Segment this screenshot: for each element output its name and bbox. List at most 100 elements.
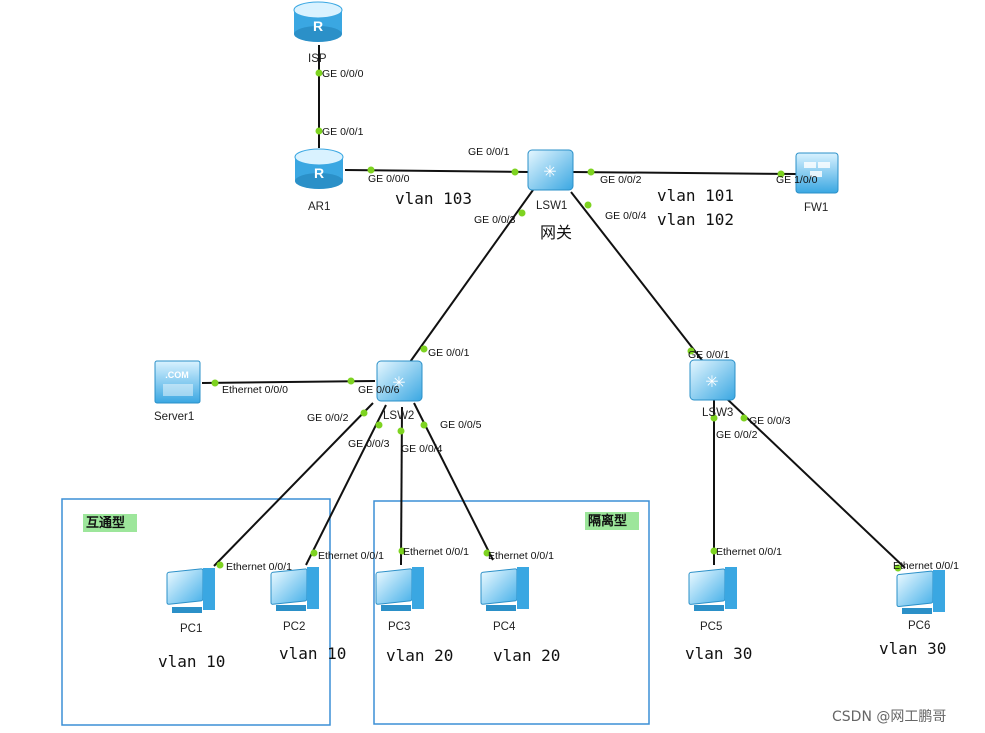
pc5-label: PC5 [700,621,722,633]
link-lsw2-pc1 [213,402,374,567]
switch-arrows-glyph: ✳ [705,372,718,391]
pc6-label: PC6 [908,620,930,632]
annotation-pc5-vlan: vlan 30 [685,644,752,663]
port-label-lsw1-ge003: GE 0/0/3 [474,214,516,226]
port-dot [483,549,491,557]
port-dot [584,201,592,209]
pc-pc4[interactable]: PC4 [480,567,529,633]
switch-lsw3[interactable]: ✳ LSW3 [689,359,736,419]
annotation-pc3-vlan: vlan 20 [386,646,453,665]
port-label-pc2-eth: Ethernet 0/0/1 [318,550,384,562]
port-label-lsw1-ge002: GE 0/0/2 [600,174,642,186]
pc-base-icon [276,605,306,611]
server-icon [154,360,201,404]
isolated-group-box [373,500,650,725]
switch-lsw1[interactable]: ✳ LSW1 [527,149,574,212]
port-dot [740,414,748,422]
pc-pc2[interactable]: PC2 [270,567,319,633]
router-isp[interactable]: R ISP [293,1,343,65]
link-lsw1-lsw3 [570,191,706,365]
pc1-label: PC1 [180,623,202,635]
server1-label: Server1 [154,411,194,423]
link-lsw1-fw1 [572,171,797,175]
port-dot [211,379,219,387]
pc-tower-icon [203,568,215,610]
router-r-glyph: R [314,165,324,181]
router-r-glyph: R [313,18,323,34]
annotation-vlan-102: vlan 102 [657,210,734,229]
port-dot [310,549,318,557]
link-lsw2-pc2 [305,404,387,566]
firewall-brick [804,162,816,168]
port-dot [367,166,375,174]
pc-monitor-icon [688,568,726,605]
isp-label: ISP [308,53,327,65]
port-dot [397,427,405,435]
lsw2-label: LSW2 [383,410,414,422]
port-dot [347,377,355,385]
pc2-label: PC2 [283,621,305,633]
switch-icon [376,360,423,402]
port-label-ar1-ge001: GE 0/0/1 [322,126,364,138]
port-dot [511,168,519,176]
pc-monitor-icon [166,568,204,605]
port-dot [420,421,428,429]
port-label-server1-eth: Ethernet 0/0/0 [222,384,288,396]
port-label-lsw3-ge001: GE 0/0/1 [688,349,730,361]
lsw1-label: LSW1 [536,200,567,212]
firewall-fw1[interactable]: FW1 [795,152,839,214]
pc-base-icon [486,605,516,611]
firewall-brick [810,171,822,177]
port-dot [710,547,718,555]
server-slots [163,384,193,396]
annotation-pc6-vlan: vlan 30 [879,639,946,658]
port-label-lsw3-ge002: GE 0/0/2 [716,429,758,441]
pc-pc1[interactable]: PC1 [166,568,215,635]
link-lsw3-pc6 [724,396,906,569]
port-label-lsw2-ge006: GE 0/0/6 [358,384,400,396]
link-server1-lsw2 [201,380,376,384]
port-label-lsw2-ge002: GE 0/0/2 [307,412,349,424]
port-label-fw1-ge100: GE 1/0/0 [776,174,818,186]
switch-arrows-glyph: ✳ [543,162,556,181]
port-label-lsw2-ge001: GE 0/0/1 [428,347,470,359]
isolated-group-tag-bg [585,512,639,530]
pc-tower-icon [933,570,945,612]
port-dot [687,347,695,355]
server-com-badge: .COM [165,370,189,380]
router-icon-top [294,148,344,166]
port-dots [211,69,902,572]
pc-monitor-icon [480,568,518,605]
community-group-label: 互通型 [86,515,125,531]
port-label-isp-ge000: GE 0/0/0 [322,68,364,80]
links [201,45,906,569]
pc4-label: PC4 [493,621,516,633]
annotation-pc1-vlan: vlan 10 [158,652,225,671]
port-dot [360,409,368,417]
fw1-label: FW1 [804,202,828,214]
port-dot [216,561,224,569]
port-dot [315,69,323,77]
router-ar1[interactable]: R AR1 [294,148,344,213]
port-label-lsw3-ge003: GE 0/0/3 [749,415,791,427]
pc-pc6[interactable]: PC6 [896,570,945,632]
pc-pc5[interactable]: PC5 [688,567,737,633]
port-label-pc1-eth: Ethernet 0/0/1 [226,561,292,573]
pc-tower-icon [307,567,319,609]
port-label-pc5-eth: Ethernet 0/0/1 [716,546,782,558]
isolated-group-label: 隔离型 [588,513,627,529]
pc-monitor-icon [270,568,308,605]
pc-tower-icon [412,567,424,609]
port-label-pc6-eth: Ethernet 0/0/1 [893,560,959,572]
port-label-pc3-eth: Ethernet 0/0/1 [403,546,469,558]
server-server1[interactable]: .COM Server1 [154,360,201,423]
community-group-box [61,498,331,726]
link-lsw2-pc4 [413,402,494,561]
port-label-lsw2-ge004: GE 0/0/4 [401,443,443,455]
port-label-ar1-ge000: GE 0/0/0 [368,173,410,185]
switch-lsw2[interactable]: ✳ LSW2 [376,360,423,422]
pc-base-icon [381,605,411,611]
router-icon-top [293,1,343,19]
pc-pc3[interactable]: PC3 [375,567,424,633]
